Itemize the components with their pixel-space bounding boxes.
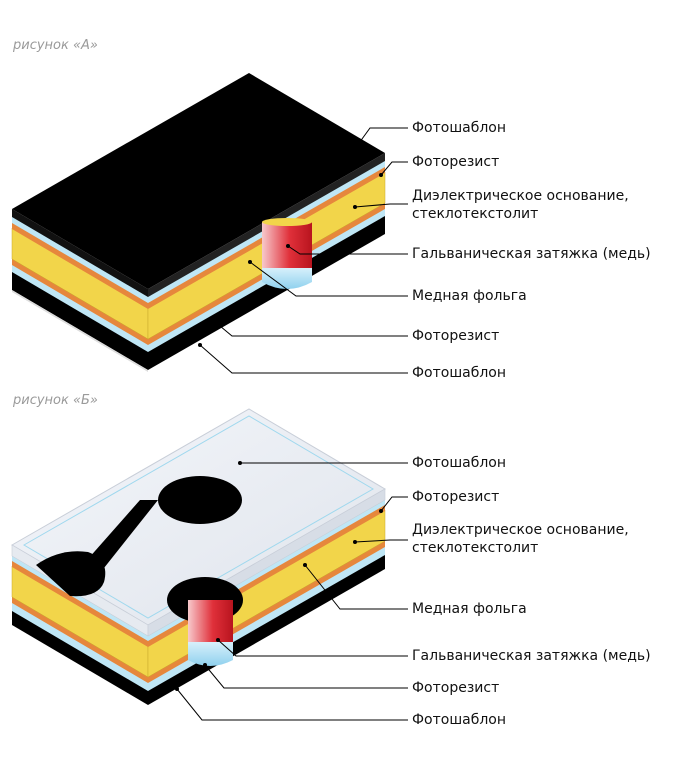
a-label-dielectric-line2: стеклотекстолит xyxy=(412,206,539,222)
leader-dots-a xyxy=(198,148,383,347)
b-hole-plating xyxy=(188,600,233,642)
a-bottom-photomask-front xyxy=(12,270,148,370)
a-top-photomask-front xyxy=(12,209,148,297)
b-bottom-resist-front xyxy=(12,602,148,691)
b-glass-inner-edge xyxy=(23,415,374,619)
leaders-a xyxy=(199,127,408,374)
b-label-copper-foil: Медная фольга xyxy=(412,601,527,617)
a-hole-resist-fill xyxy=(262,268,312,289)
b-top-copper-front xyxy=(12,560,148,647)
b-label-top-photomask: Фотошаблон xyxy=(412,455,507,471)
a-top-photomask-top xyxy=(12,73,385,289)
b-pattern-pad-top xyxy=(158,476,242,524)
b-bottom-photomask-front xyxy=(12,610,148,705)
b-label-plating: Гальваническая затяжка (медь) xyxy=(412,648,651,664)
a-bottom-copper-front xyxy=(12,258,148,345)
figure-b-caption: рисунок «Б» xyxy=(13,393,98,408)
a-label-bottom-photoresist: Фоторезист xyxy=(412,328,500,344)
b-pattern-pad-left xyxy=(36,551,106,597)
a-label-top-photomask: Фотошаблон xyxy=(412,120,507,136)
a-label-dielectric-line1: Диэлектрическое основание, xyxy=(412,188,629,204)
leader-dots-b xyxy=(175,461,383,691)
a-top-resist-front xyxy=(12,216,148,303)
b-label-dielectric-line2: стеклотекстолит xyxy=(412,540,539,556)
b-bottom-copper-front xyxy=(12,596,148,683)
a-bottom-resist-front xyxy=(12,264,148,352)
a-label-bottom-photomask: Фотошаблон xyxy=(412,365,507,381)
b-label-bottom-photomask: Фотошаблон xyxy=(412,712,507,728)
leaders-b xyxy=(176,462,408,721)
figure-b-board xyxy=(11,408,386,705)
b-label-top-photoresist: Фоторезист xyxy=(412,489,500,505)
b-label-bottom-photoresist: Фоторезист xyxy=(412,680,500,696)
a-label-plating: Гальваническая затяжка (медь) xyxy=(412,246,651,262)
a-bottom-edge xyxy=(12,290,148,372)
a-label-copper-foil: Медная фольга xyxy=(412,288,527,304)
a-top-copper-front xyxy=(12,222,148,309)
a-label-top-photoresist: Фоторезист xyxy=(412,154,500,170)
b-pattern-trace xyxy=(80,500,158,568)
a-bottom-photomask-side xyxy=(148,214,385,370)
figure-a-board xyxy=(11,73,386,372)
b-hole-resist-fill xyxy=(188,642,233,666)
b-label-dielectric-line1: Диэлектрическое основание, xyxy=(412,522,629,538)
a-hole-top-rim xyxy=(262,218,312,226)
figure-a-caption: рисунок «А» xyxy=(13,38,98,53)
